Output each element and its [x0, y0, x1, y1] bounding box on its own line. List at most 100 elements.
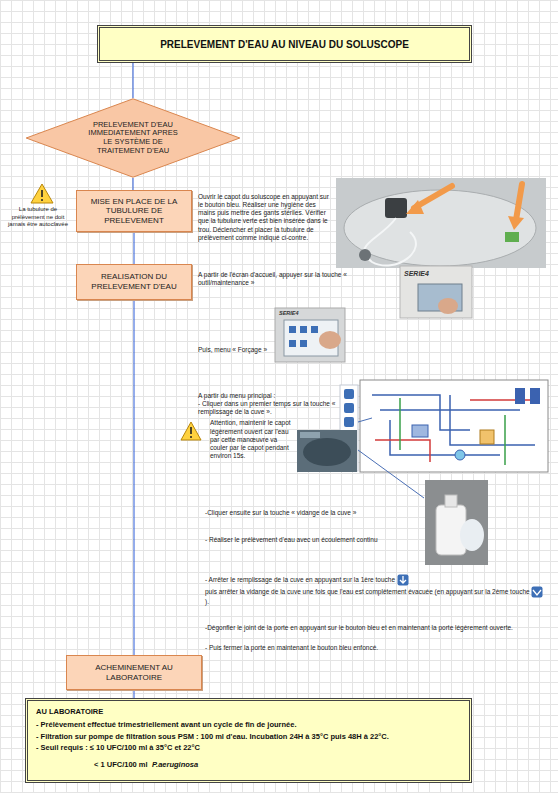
node-content: PRELEVEMENT D'EAU AU NIVEAU DU SOLUSCOPE	[160, 39, 409, 50]
hydraulic-schematic	[515, 388, 525, 404]
photo-touchscreen	[438, 298, 458, 314]
photo-cuve	[303, 438, 351, 466]
flow-connector	[134, 690, 135, 698]
photo-cuve	[297, 430, 357, 472]
photo-sample-bottle	[445, 495, 457, 507]
node-content: PRELEVEMENT D'EAU IMMEDIATEMENT APRES LE…	[83, 121, 183, 156]
photo-soluscope-tub	[385, 198, 407, 218]
node-text: PRELEVEMENT D'EAU AU NIVEAU DU SOLUSCOPE	[160, 39, 409, 50]
process-box: ACHEMINEMENT AU LABORATOIRE	[66, 655, 202, 690]
node-text: < 1 UFC/100 ml	[94, 760, 148, 769]
node-text: MISE EN PLACE DE LA TUBULURE DE PRELEVEM…	[80, 197, 188, 226]
node-text: - Seuil requis : ≤ 10 UFC/100 ml à 35°C …	[36, 742, 461, 753]
node-content: ACHEMINEMENT AU LABORATOIRE	[70, 663, 198, 682]
photo-soluscope-tub	[516, 184, 522, 220]
flow-connector	[134, 300, 135, 655]
hydraulic-schematic	[480, 430, 494, 444]
process-box: MISE EN PLACE DE LA TUBULURE DE PRELEVEM…	[76, 190, 192, 232]
box-heading: AU LABORATOIRE	[36, 706, 461, 717]
icon-column	[344, 389, 354, 399]
hydraulic-schematic	[360, 380, 548, 472]
diamond-outline	[26, 99, 240, 177]
photo-soluscope-tub	[364, 218, 416, 266]
process-box: REALISATION DU PRELEVEMENT D'EAU	[76, 264, 192, 300]
hydraulic-schematic	[372, 395, 535, 455]
instruction-text: -Cliquer ensuite sur la touche « vidange…	[205, 509, 410, 517]
photo-menu-screen	[300, 340, 307, 347]
drain-button-icon	[532, 587, 543, 598]
leader-line	[358, 418, 372, 422]
photo-soluscope-tub	[406, 200, 424, 214]
warning-sign	[41, 199, 43, 201]
instruction-text: Puis, menu « Forçage »	[198, 346, 272, 354]
hydraulic-schematic	[400, 398, 505, 465]
instruction-group: - Arrêter le remplissage de la cuve en a…	[205, 574, 547, 606]
instruction-text: A partir de l'écran d'accueil, appuyer s…	[198, 271, 394, 287]
drain-button-icon	[531, 586, 543, 598]
warning-sign	[190, 427, 192, 434]
warning-note: La tubulure de prélèvement ne doit jamai…	[6, 206, 70, 229]
photo-sample-bottle	[425, 480, 488, 565]
hydraulic-schematic	[455, 450, 465, 460]
instruction-text: - Arrêter le remplissage de la cuve en a…	[205, 576, 395, 583]
photo-menu-screen	[311, 326, 318, 333]
node-text: PRELEVEMENT D'EAU IMMEDIATEMENT APRES LE…	[83, 121, 183, 156]
icon-column	[344, 417, 354, 427]
warning-text: Attention, maintenir le capot légèrement…	[210, 419, 294, 460]
photo-menu-screen	[275, 308, 345, 362]
node-text: REALISATION DU PRELEVEMENT D'EAU	[80, 272, 188, 291]
drain-button-icon	[533, 590, 541, 595]
instruction-text: -Dégonfler le joint de la porte en appuy…	[205, 624, 547, 632]
node-content: AU LABORATOIRE - Prélèvement effectué tri…	[36, 706, 461, 771]
flow-connector	[133, 178, 134, 190]
photo-touchscreen	[400, 266, 472, 318]
photo-menu-screen	[300, 326, 307, 333]
instruction-text: - Puis fermer la porte en maintenant le …	[205, 644, 547, 652]
photo-soluscope-tub	[336, 178, 546, 268]
hydraulic-schematic	[412, 425, 428, 437]
node-text: ACHEMINEMENT AU LABORATOIRE	[70, 663, 198, 682]
photo-soluscope-tub	[505, 232, 519, 242]
photo-sample-bottle	[425, 480, 488, 565]
hydraulic-schematic	[360, 380, 548, 472]
leader-line	[358, 450, 424, 498]
device-brand: SERIE4	[404, 270, 429, 279]
fill-button-icon	[400, 576, 406, 583]
photo-menu-screen	[289, 340, 296, 347]
instruction-text: A partir du menu principal :	[198, 392, 336, 400]
warning-sign	[31, 184, 53, 203]
decision-diamond: PRELEVEMENT D'EAU IMMEDIATEMENT APRES LE…	[24, 98, 242, 178]
instruction-text: - Réaliser le prélèvement d'eau avec un …	[205, 536, 410, 544]
instruction-text: - Cliquer dans un premier temps sur la t…	[198, 400, 336, 416]
flow-connector	[133, 63, 134, 98]
fill-button-icon	[397, 575, 408, 586]
photo-soluscope-tub	[336, 178, 546, 268]
instruction-group: A partir du menu principal : - Cliquer d…	[198, 392, 336, 460]
icon-column	[344, 403, 354, 413]
lab-info-box: AU LABORATOIRE - Prélèvement effectué tri…	[25, 698, 472, 783]
fill-button-icon	[397, 574, 409, 586]
photo-menu-screen	[275, 308, 345, 362]
title-box: PRELEVEMENT D'EAU AU NIVEAU DU SOLUSCOPE	[97, 25, 472, 63]
photo-menu-screen	[319, 331, 341, 349]
photo-soluscope-tub	[344, 190, 536, 266]
photo-soluscope-tub	[508, 216, 524, 230]
warning-sign	[41, 190, 43, 197]
photo-touchscreen	[400, 266, 472, 318]
hydraulic-schematic	[530, 388, 540, 404]
device-brand: SERIE4	[279, 310, 299, 317]
photo-cuve	[297, 430, 357, 472]
threshold-line: < 1 UFC/100 ml P.aeruginosa	[36, 753, 461, 771]
instruction-text: Ouvrir le capot du soluscope en appuyant…	[198, 193, 331, 242]
node-content: REALISATION DU PRELEVEMENT D'EAU	[80, 272, 188, 291]
warning-sign	[181, 422, 201, 440]
warning-sign	[181, 422, 201, 440]
node-text: - Prélèvement effectué trimestriellement…	[36, 719, 461, 730]
node-text: P.aeruginosa	[152, 760, 198, 769]
node-content: MISE EN PLACE DE LA TUBULURE DE PRELEVEM…	[80, 197, 188, 226]
warning-sign	[31, 184, 53, 203]
warning-sign	[190, 436, 192, 438]
photo-sample-bottle	[460, 519, 484, 551]
node-text: - Filtration sur pompe de filtration sou…	[36, 731, 461, 742]
